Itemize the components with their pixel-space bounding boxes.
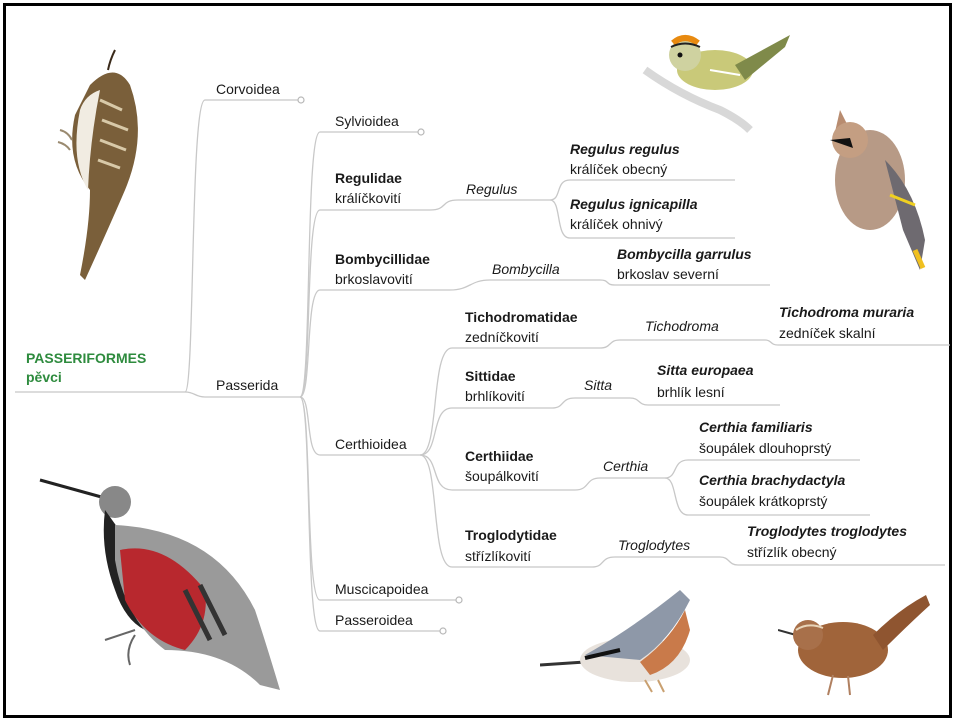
species-regulus-regulus-common: králíček obecný <box>570 161 667 178</box>
species-regulus-regulus: Regulus regulus <box>570 141 680 158</box>
branch-corvoidea <box>185 100 298 392</box>
family-tichodromatidae-common: zedníčkovití <box>465 329 539 346</box>
species-certhia-brachydactyla: Certhia brachydactyla <box>699 472 845 489</box>
node-muscicapoidea <box>456 597 462 603</box>
node-sylvioidea <box>418 129 424 135</box>
family-troglodytidae: Troglodytidae <box>465 527 557 544</box>
species-bombycilla-garrulus: Bombycilla garrulus <box>617 246 752 263</box>
branch-tichodroma <box>600 340 765 348</box>
species-sitta-europaea: Sitta europaea <box>657 362 753 379</box>
genus-tichodroma: Tichodroma <box>645 318 719 335</box>
family-troglodytidae-common: střízlíkovití <box>465 548 531 565</box>
suborder-passerida: Passerida <box>216 377 278 394</box>
species-certhia-familiaris-common: šoupálek dlouhoprstý <box>699 440 831 457</box>
superfamily-passeroidea: Passeroidea <box>335 612 413 629</box>
superfamily-muscicapoidea: Muscicapoidea <box>335 581 428 598</box>
family-regulidae-common: králíčkovití <box>335 190 401 207</box>
species-troglodytes-troglodytes: Troglodytes troglodytes <box>747 523 907 540</box>
branch-regulidae <box>300 210 430 397</box>
wallcreeper-illustration <box>35 470 295 700</box>
species-sitta-europaea-common: brhlík lesní <box>657 384 725 401</box>
branch-bombycillidae <box>300 290 450 397</box>
branch-regulus <box>430 200 550 210</box>
superfamily-sylvioidea: Sylvioidea <box>335 113 399 130</box>
species-bombycilla-garrulus-common: brkoslav severní <box>617 266 719 283</box>
branch-certhia <box>575 478 665 490</box>
node-corvoidea <box>298 97 304 103</box>
suborder-corvoidea: Corvoidea <box>216 81 280 98</box>
family-tichodromatidae: Tichodromatidae <box>465 309 578 326</box>
family-certhiidae: Certhiidae <box>465 448 533 465</box>
species-certhia-brachydactyla-common: šoupálek krátkoprstý <box>699 493 827 510</box>
root-name: PASSERIFORMES <box>26 350 146 367</box>
node-passeroidea <box>440 628 446 634</box>
genus-certhia: Certhia <box>603 458 648 475</box>
treecreeper-illustration <box>30 40 160 290</box>
species-certhia-familiaris: Certhia familiaris <box>699 419 813 436</box>
genus-bombycilla: Bombycilla <box>492 261 560 278</box>
wren-illustration <box>778 590 938 700</box>
superfamily-certhioidea: Certhioidea <box>335 436 407 453</box>
genus-regulus: Regulus <box>466 181 517 198</box>
species-tichodroma-muraria: Tichodroma muraria <box>779 304 914 321</box>
goldcrest-illustration <box>640 25 795 140</box>
species-regulus-ignicapilla: Regulus ignicapilla <box>570 196 698 213</box>
branch-bombycilla <box>450 280 600 290</box>
genus-troglodytes: Troglodytes <box>618 537 690 554</box>
species-tichodroma-muraria-common: zedníček skalní <box>779 325 876 342</box>
branch-troglodytes <box>592 557 720 567</box>
family-sittidae-common: brhlíkovití <box>465 388 525 405</box>
family-regulidae: Regulidae <box>335 170 402 187</box>
species-regulus-ignicapilla-common: králíček ohnivý <box>570 216 663 233</box>
species-troglodytes-troglodytes-common: střízlík obecný <box>747 544 836 561</box>
family-sittidae: Sittidae <box>465 368 516 385</box>
nuthatch-illustration <box>540 580 705 695</box>
root-common: pěvci <box>26 369 62 386</box>
family-bombycillidae-common: brkoslavovití <box>335 271 413 288</box>
branch-sitta <box>552 398 630 408</box>
waxwing-illustration <box>815 100 940 275</box>
family-bombycillidae: Bombycillidae <box>335 251 430 268</box>
family-certhiidae-common: šoupálkovití <box>465 468 539 485</box>
genus-sitta: Sitta <box>584 377 612 394</box>
